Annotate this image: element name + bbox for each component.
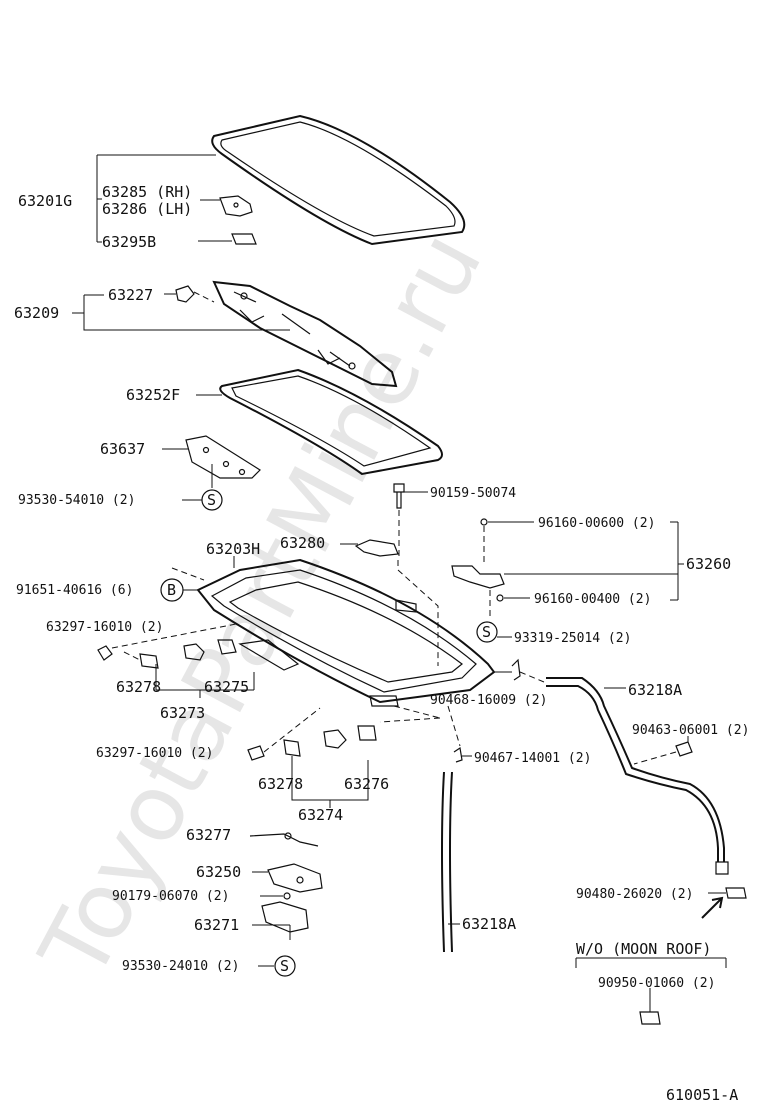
label-93319: 93319-25014 (2) [514, 631, 631, 646]
drain-hose-upper-drawing [546, 677, 729, 875]
label-63274: 63274 [298, 806, 343, 824]
guide-63276-drawing [323, 725, 377, 749]
label-63275: 63275 [204, 678, 249, 696]
rail-assembly-drawing [212, 280, 398, 388]
bracket-63285-drawing [200, 195, 253, 217]
label-63209: 63209 [14, 304, 59, 322]
diagram-id: 610051-A [666, 1086, 738, 1104]
clip-90463-drawing [633, 736, 693, 765]
screw-63297-b [247, 707, 321, 761]
label-63297-a: 63297-16010 (2) [46, 620, 163, 635]
label-63276: 63276 [344, 775, 389, 793]
label-s-1: S [207, 491, 216, 509]
label-93530-24010: 93530-24010 (2) [122, 959, 239, 974]
clip-63227-drawing [164, 285, 215, 303]
label-63250: 63250 [196, 863, 241, 881]
wo-bracket [575, 957, 727, 968]
sunshade-plate-drawing [162, 435, 261, 488]
label-90950: 90950-01060 (2) [598, 976, 715, 991]
circle-b [160, 567, 205, 602]
label-96160-00400: 96160-00400 (2) [534, 592, 651, 607]
plug-90480-drawing [708, 887, 747, 899]
circle-s-1 [182, 489, 223, 511]
label-90468: 90468-16009 (2) [430, 693, 547, 708]
bolt-90159-drawing [393, 483, 428, 556]
arrow-up [701, 896, 724, 919]
label-63295B: 63295B [102, 233, 156, 251]
label-s-2: S [482, 623, 491, 641]
weatherstrip-drawing [196, 368, 443, 476]
label-63203H: 63203H [206, 540, 260, 558]
label-b: B [167, 581, 176, 599]
label-96160-00600: 96160-00600 (2) [538, 516, 655, 531]
circle-s-3 [258, 955, 296, 977]
screw-63297-a [97, 623, 237, 661]
label-63227: 63227 [108, 286, 153, 304]
slider-63278-a [139, 653, 159, 669]
label-63286: 63286 (LH) [102, 200, 192, 218]
cap-90950-drawing [639, 988, 661, 1025]
cable-63277-drawing [249, 832, 319, 847]
label-63271: 63271 [194, 916, 239, 934]
label-63273: 63273 [160, 704, 205, 722]
label-63277: 63277 [186, 826, 231, 844]
circle-s-2 [476, 621, 512, 643]
label-s-3: S [280, 957, 289, 975]
label-63637: 63637 [100, 440, 145, 458]
label-90159: 90159-50074 [430, 486, 516, 501]
label-90179: 90179-06070 (2) [112, 889, 229, 904]
label-63218A-lower: 63218A [462, 915, 516, 933]
watermark: ToyotaPartMine.ru [19, 215, 502, 996]
shim-63295-drawing [198, 233, 257, 245]
glass-panel-drawing [211, 114, 466, 246]
slider-63278-b [283, 739, 301, 757]
label-63297-b: 63297-16010 (2) [96, 746, 213, 761]
frame-link-dash [379, 705, 441, 723]
label-wo-moon-roof: W/O (MOON ROOF) [576, 940, 711, 958]
group-bracket-63274 [291, 756, 369, 808]
motor-63250-drawing [252, 863, 323, 893]
group-bracket-63201 [96, 154, 216, 243]
label-63285: 63285 (RH) [102, 183, 192, 201]
label-63252F: 63252F [126, 386, 180, 404]
hinge-63260-drawing [451, 518, 684, 620]
frame-63203-drawing [196, 556, 496, 707]
label-90463: 90463-06001 (2) [632, 723, 749, 738]
group-bracket-63273 [155, 664, 255, 698]
clip-90467-drawing [447, 705, 472, 763]
drain-hose-lower-drawing [441, 771, 460, 953]
bracket-63271-drawing [252, 901, 309, 940]
clamp-90468-drawing [494, 658, 545, 683]
label-63278-b: 63278 [258, 775, 303, 793]
label-93530-54010: 93530-54010 (2) [18, 493, 135, 508]
bolt-90179-drawing [260, 892, 291, 900]
label-63218A-upper: 63218A [628, 681, 682, 699]
label-91651: 91651-40616 (6) [16, 583, 133, 598]
label-90467: 90467-14001 (2) [474, 751, 591, 766]
label-63260: 63260 [686, 555, 731, 573]
group-bracket-63209 [72, 294, 290, 331]
label-63201G: 63201G [18, 192, 72, 210]
guide-63275-drawing [123, 639, 237, 661]
label-63280: 63280 [280, 534, 325, 552]
label-90480: 90480-26020 (2) [576, 887, 693, 902]
label-63278-a: 63278 [116, 678, 161, 696]
